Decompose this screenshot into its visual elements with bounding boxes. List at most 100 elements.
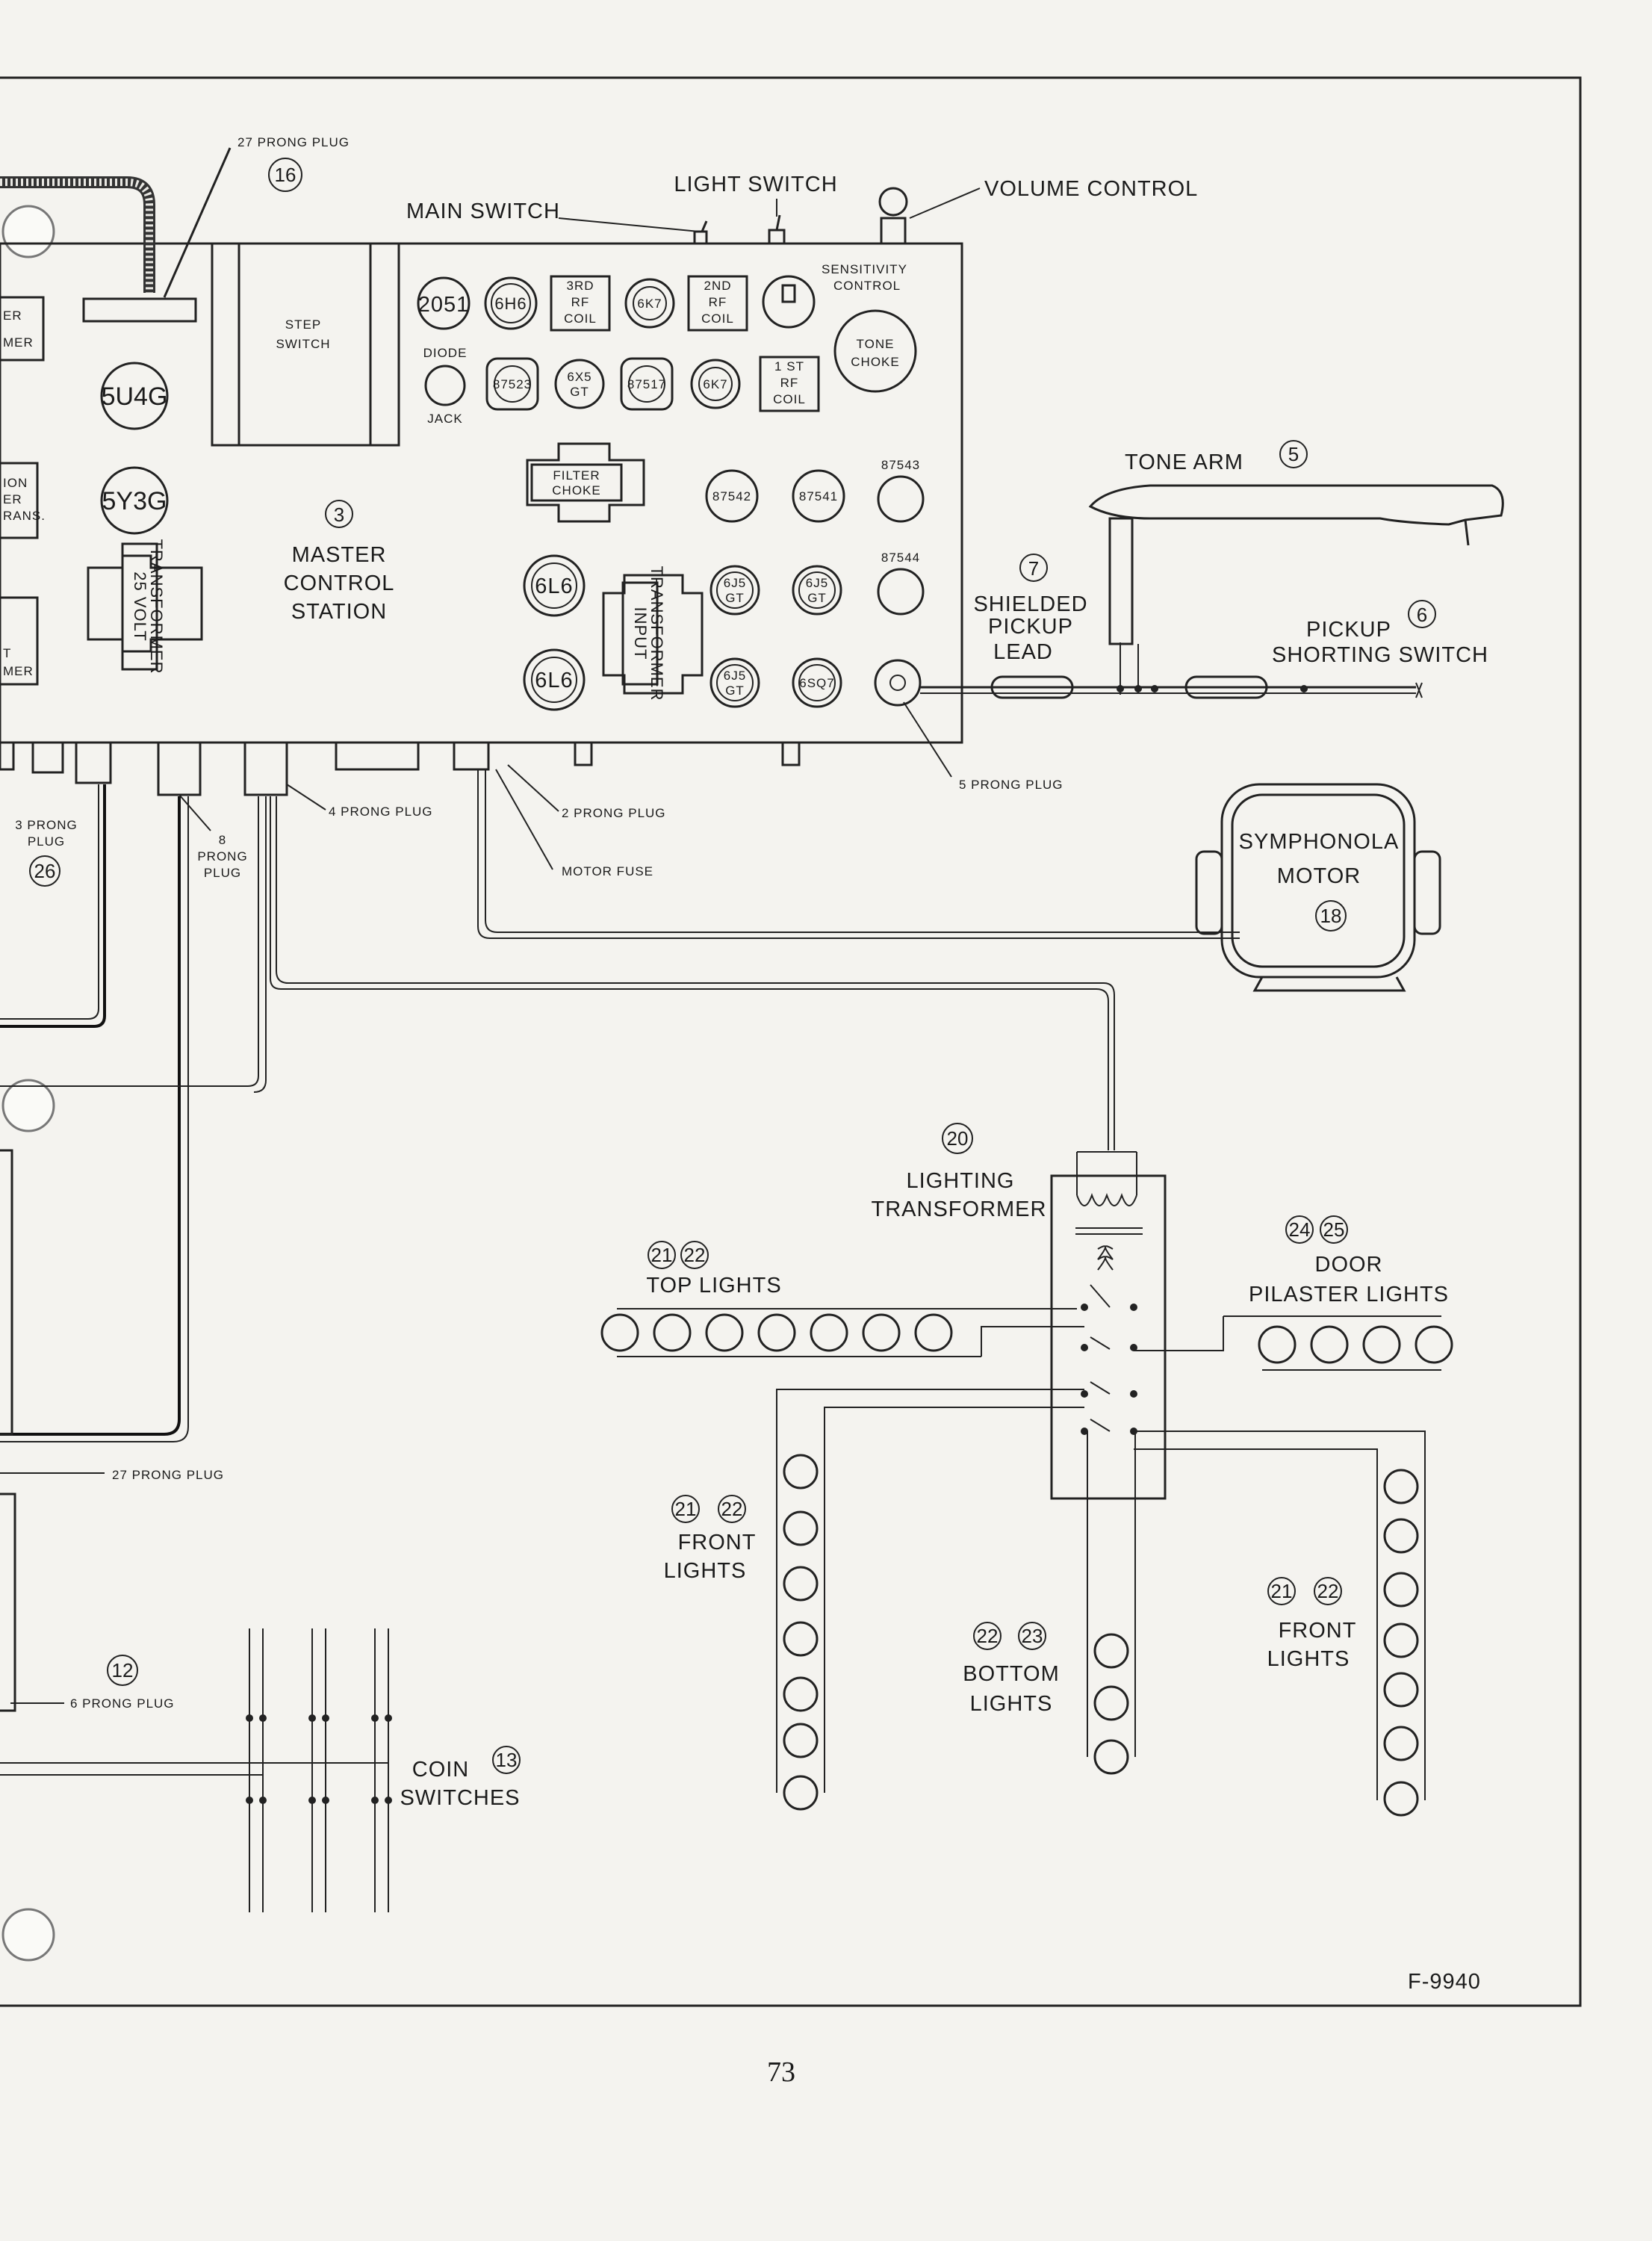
tube-6j5-b-gt: GT [807, 591, 827, 605]
tube-6sq7: 6SQ7 [799, 676, 834, 690]
bottom-plugs: 3 PRONG PLUG 26 8 PRONG PLUG 4 PRONG PLU… [0, 741, 801, 887]
pickup-label-2: SHORTING SWITCH [1272, 643, 1488, 667]
door-pilaster-lights: 24 25 DOOR PILASTER LIGHTS [1134, 1215, 1453, 1371]
plug6-label: 6 PRONG PLUG [70, 1696, 175, 1711]
plug2-label: 2 PRONG PLUG [562, 806, 666, 820]
callout-lighting: 20 [947, 1127, 969, 1150]
sensitivity-label-2: CONTROL [833, 279, 901, 293]
tube-87523: 87523 [493, 377, 532, 391]
front-right-label-2: LIGHTS [1267, 1647, 1350, 1671]
step-switch-label-2: SWITCH [276, 337, 330, 351]
callout-door-a: 24 [1289, 1218, 1311, 1241]
tone-choke-label-1: TONE [857, 337, 895, 351]
tube-6l6-a: 6L6 [535, 574, 573, 598]
master-control-chassis: STEP SWITCH ER MER ION ER RANS. T MER 27… [0, 135, 1063, 792]
tube-6h6: 6H6 [494, 294, 527, 313]
shielded-label-1: SHIELDED [973, 592, 1087, 616]
jack-label: JACK [427, 412, 462, 426]
plug8-label-3: PLUG [204, 866, 241, 880]
pickup-label-1: PICKUP [1306, 618, 1391, 642]
front-left-label-1: FRONT [678, 1531, 757, 1555]
bottom-label-2: LIGHTS [970, 1692, 1053, 1716]
light-switch-label: LIGHT SWITCH [674, 173, 837, 196]
figure-id: F-9940 [1408, 1970, 1481, 1994]
tube-87543-label: 87543 [881, 458, 920, 472]
tube-6k7-b: 6K7 [703, 377, 727, 391]
tube-6j5-c-gt: GT [725, 684, 745, 698]
front-left-label-2: LIGHTS [664, 1559, 747, 1583]
page-number: 73 [767, 2056, 795, 2088]
motor-label-2: MOTOR [1277, 864, 1361, 888]
callout-front-l-a: 21 [675, 1498, 697, 1520]
tone-arm-label: TONE ARM [1125, 450, 1243, 474]
front-right-label-1: FRONT [1279, 1619, 1357, 1643]
callout-bottom-b: 23 [1022, 1625, 1043, 1647]
tube-87541: 87541 [799, 489, 838, 503]
left-label-t: T [3, 646, 11, 660]
front-lights-right: 21 22 FRONT LIGHTS [1134, 1431, 1426, 1817]
tube-87544-label: 87544 [881, 551, 920, 565]
tube-6x5: 6X5 [567, 370, 591, 384]
motor-fuse-label: MOTOR FUSE [562, 864, 653, 878]
callout-coin-a: 12 [112, 1659, 134, 1681]
callout-plug3: 26 [34, 860, 56, 882]
plug3-label-1: 3 PRONG [15, 818, 78, 832]
tube-6x5-gt: GT [570, 385, 589, 399]
callout-front-r-b: 22 [1317, 1580, 1339, 1602]
tube-6l6-b: 6L6 [535, 669, 573, 692]
tube-6j5-c: 6J5 [724, 669, 746, 683]
bottom-label-1: BOTTOM [963, 1662, 1060, 1686]
callout-coin-b: 13 [496, 1749, 518, 1771]
coin-label-2: SWITCHES [400, 1786, 520, 1810]
coin-label-1: COIN [412, 1758, 470, 1782]
input-transformer-label-1: INPUT [631, 607, 650, 660]
coin-switches: 12 COIN 13 SWITCHES [0, 1628, 521, 1912]
shielded-label-3: LEAD [993, 640, 1053, 664]
tube-6j5-a-gt: GT [725, 591, 745, 605]
callout-door-b: 25 [1323, 1218, 1345, 1241]
door-label-2: PILASTER LIGHTS [1249, 1283, 1449, 1307]
plug27-top-label: 27 PRONG PLUG [237, 135, 350, 149]
callout-top-a: 21 [651, 1244, 673, 1266]
shielded-label-2: PICKUP [988, 615, 1073, 639]
rf2-label-1: 2ND [704, 279, 731, 293]
filter-choke-label-2: CHOKE [552, 483, 600, 498]
lighting-transformer: 20 LIGHTING TRANSFORMER [872, 1123, 1167, 1500]
callout-pickup: 6 [1417, 604, 1427, 626]
callout-shielded: 7 [1028, 557, 1039, 580]
bottom-lights: 22 23 BOTTOM LIGHTS [963, 1431, 1136, 1775]
filter-choke-label-1: FILTER [553, 468, 600, 483]
tube-6j5-a: 6J5 [724, 576, 746, 590]
volt25-label-2: TRANSFORMER [147, 539, 166, 675]
tube-5y3g: 5Y3G [102, 487, 167, 515]
top-lights: 21 22 TOP LIGHTS [600, 1241, 1084, 1357]
plug4-label: 4 PRONG PLUG [329, 805, 433, 819]
main-switch-label: MAIN SWITCH [406, 199, 560, 223]
rf3-label-1: 3RD [566, 279, 594, 293]
front-lights-left: 21 22 FRONT LIGHTS [664, 1389, 1084, 1811]
door-label-1: DOOR [1315, 1253, 1383, 1277]
tube-87517: 87517 [627, 377, 666, 391]
left-label-ion: ION [3, 476, 28, 490]
plug8-label-2: PRONG [197, 849, 247, 864]
rf2-label-2: RF [709, 295, 727, 309]
top-switches: LIGHT SWITCH MAIN SWITCH VOLUME CONTROL [406, 173, 1198, 245]
tube-87542: 87542 [712, 489, 751, 503]
callout-front-r-a: 21 [1271, 1580, 1293, 1602]
master-label-2: CONTROL [284, 571, 395, 595]
input-transformer-label-2: TRANSFORMER [648, 566, 666, 701]
volt25-label-1: 25 VOLT [131, 571, 149, 641]
volume-control-label: VOLUME CONTROL [984, 177, 1198, 201]
tone-arm-assembly: TONE ARM 5 7 SHIELDED PICKUP LEAD 6 PICK… [920, 440, 1504, 699]
callout-master: 3 [334, 503, 344, 526]
tube-5u4g: 5U4G [102, 382, 168, 411]
tube-2051: 2051 [418, 293, 470, 317]
master-label-3: STATION [291, 600, 387, 624]
callout-bottom-a: 22 [977, 1625, 999, 1647]
symphonola-motor: SYMPHONOLA MOTOR 18 [1195, 783, 1441, 992]
tube-6j5-b: 6J5 [806, 576, 828, 590]
rf2-label-3: COIL [701, 311, 734, 326]
left-label-rans: RANS. [3, 509, 46, 523]
rf1-label-1: 1 ST [774, 359, 804, 374]
callout-plug27: 16 [275, 164, 296, 186]
